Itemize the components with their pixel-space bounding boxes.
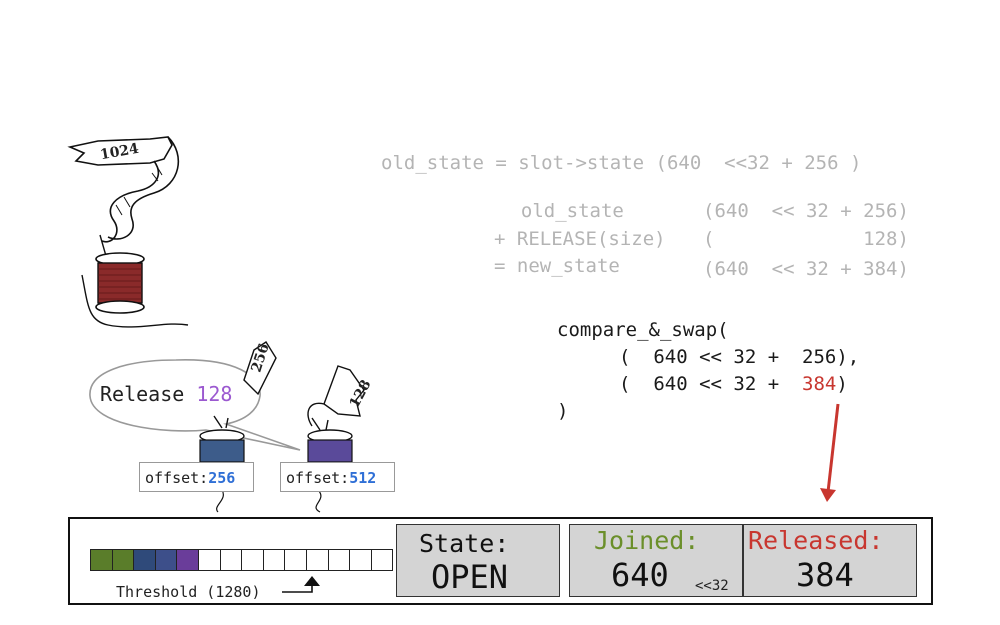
buffer-cell-empty (262, 549, 286, 571)
buffer-cell-filled (176, 549, 199, 571)
state-box (396, 524, 560, 597)
buffer-cell-empty (306, 549, 329, 571)
released-box (743, 524, 917, 597)
threshold-marker-icon (282, 576, 320, 593)
joined-value: 640 (611, 556, 669, 594)
released-value: 384 (796, 556, 854, 594)
joined-shift: <<32 (695, 578, 729, 594)
offset-label-b: offset:512 (280, 462, 395, 492)
calc-row1-label: old_state (498, 200, 624, 222)
buffer-cell-filled (90, 549, 113, 571)
old-state-line: old_state = slot->state (640 <<32 + 256 … (381, 152, 862, 174)
buffer-cell-filled (154, 549, 178, 571)
cas-new-value: 384 (802, 373, 837, 395)
state-value: OPEN (431, 558, 509, 596)
calc-row3-label: = new_state (494, 255, 620, 277)
cas-line4: ) (557, 400, 569, 422)
calc-row2-value: ( 128) (703, 228, 909, 250)
threshold-label: Threshold (1280) (116, 583, 261, 601)
buffer-cell-empty (284, 549, 307, 571)
calc-row2-label: + RELEASE(size) (494, 228, 666, 250)
cas-line2: ( 640 << 32 + 256), (619, 346, 860, 368)
release-amount: 128 (196, 382, 233, 406)
cas-line3: ( 640 << 32 + 384) (619, 373, 848, 395)
state-label: State: (419, 529, 510, 558)
joined-box (569, 524, 743, 597)
big-spool-illustration-icon (67, 136, 189, 328)
calc-row1-value: (640 << 32 + 256) (703, 200, 909, 222)
buffer-cell-empty (241, 549, 264, 571)
calc-row3-value: (640 << 32 + 384) (703, 258, 909, 280)
buffer-cell-empty (198, 549, 221, 571)
red-arrow-icon (820, 403, 840, 502)
buffer-cell-empty (327, 549, 351, 571)
released-label: Released: (748, 526, 884, 555)
joined-label: Joined: (594, 526, 700, 555)
offset-label-a: offset:256 (139, 462, 254, 492)
speech-bubble-text: Release 128 (100, 382, 233, 406)
cas-line1: compare_&_swap( (557, 319, 729, 341)
buffer-cell-empty (370, 549, 394, 571)
buffer-cell-empty (349, 549, 372, 571)
buffer-cell-filled (111, 549, 135, 571)
buffer-cell-filled (133, 549, 156, 571)
buffer-cell-empty (219, 549, 243, 571)
